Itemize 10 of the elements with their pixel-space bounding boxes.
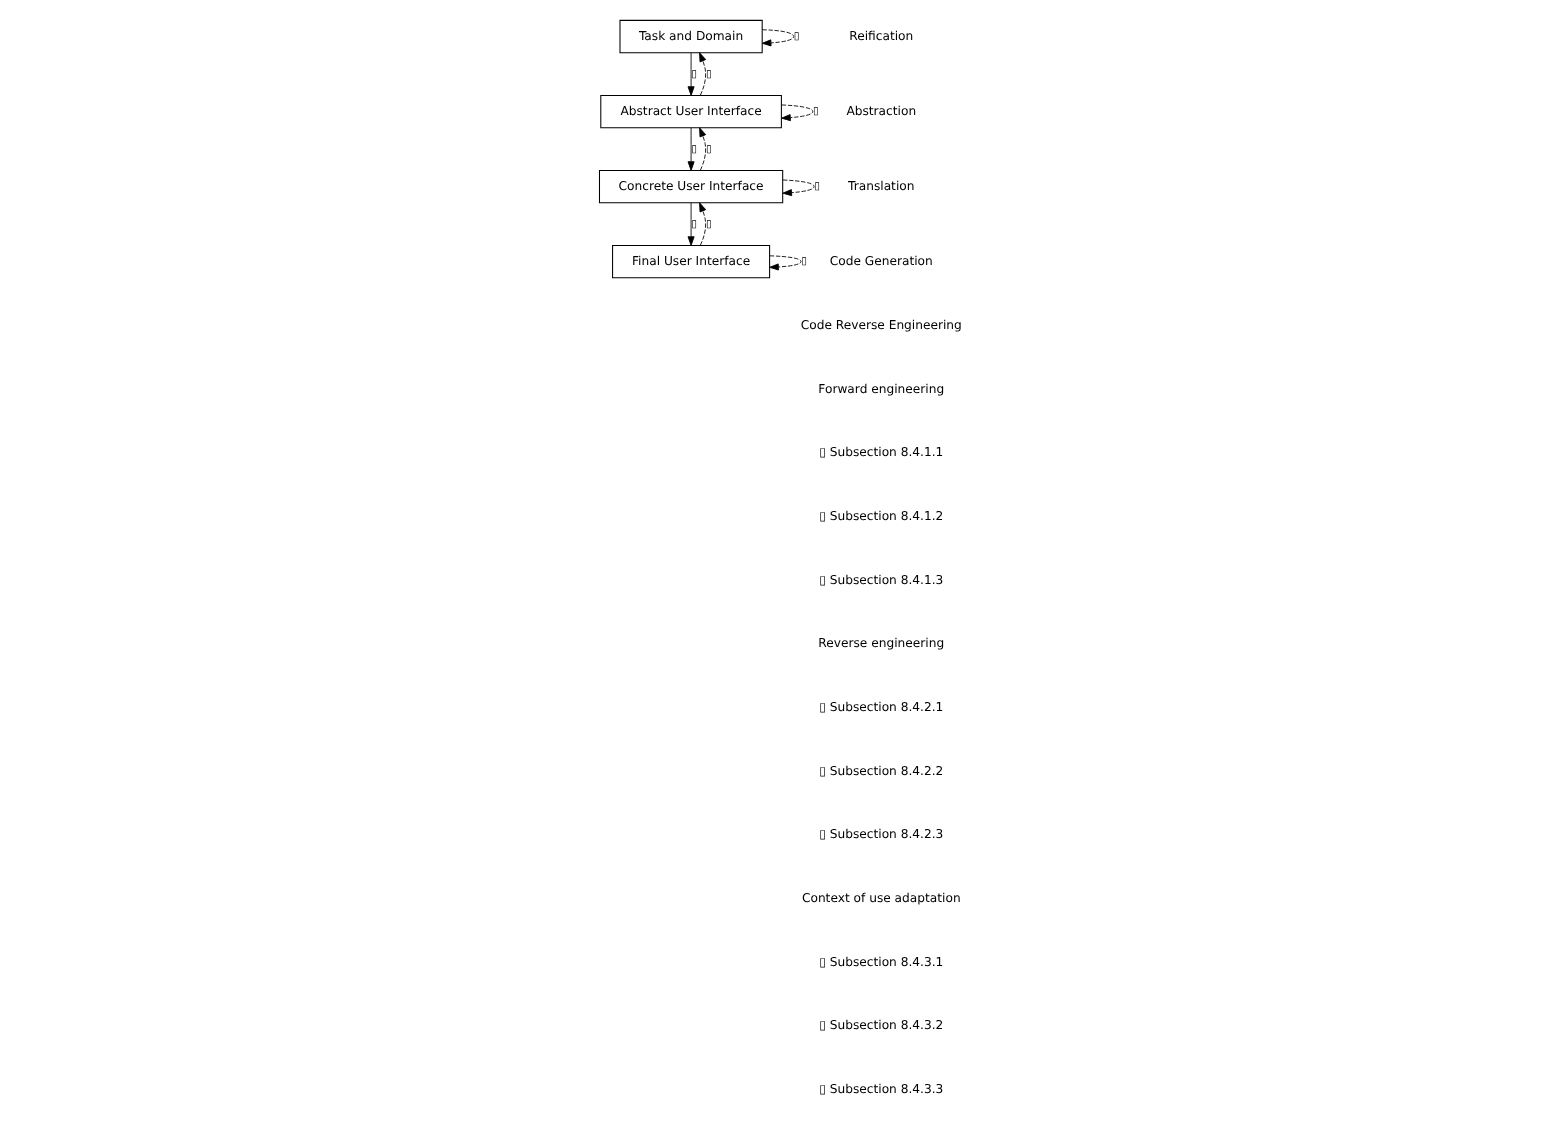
arrow: [768, 255, 801, 271]
arrow: [698, 202, 706, 246]
arrow: [760, 29, 794, 47]
arrow: [698, 127, 706, 171]
arrow: [780, 104, 813, 122]
arrow: [686, 202, 694, 246]
arrow: [698, 52, 706, 96]
arrow: [686, 52, 694, 96]
arrow: [781, 179, 814, 197]
arrow: [686, 127, 694, 171]
